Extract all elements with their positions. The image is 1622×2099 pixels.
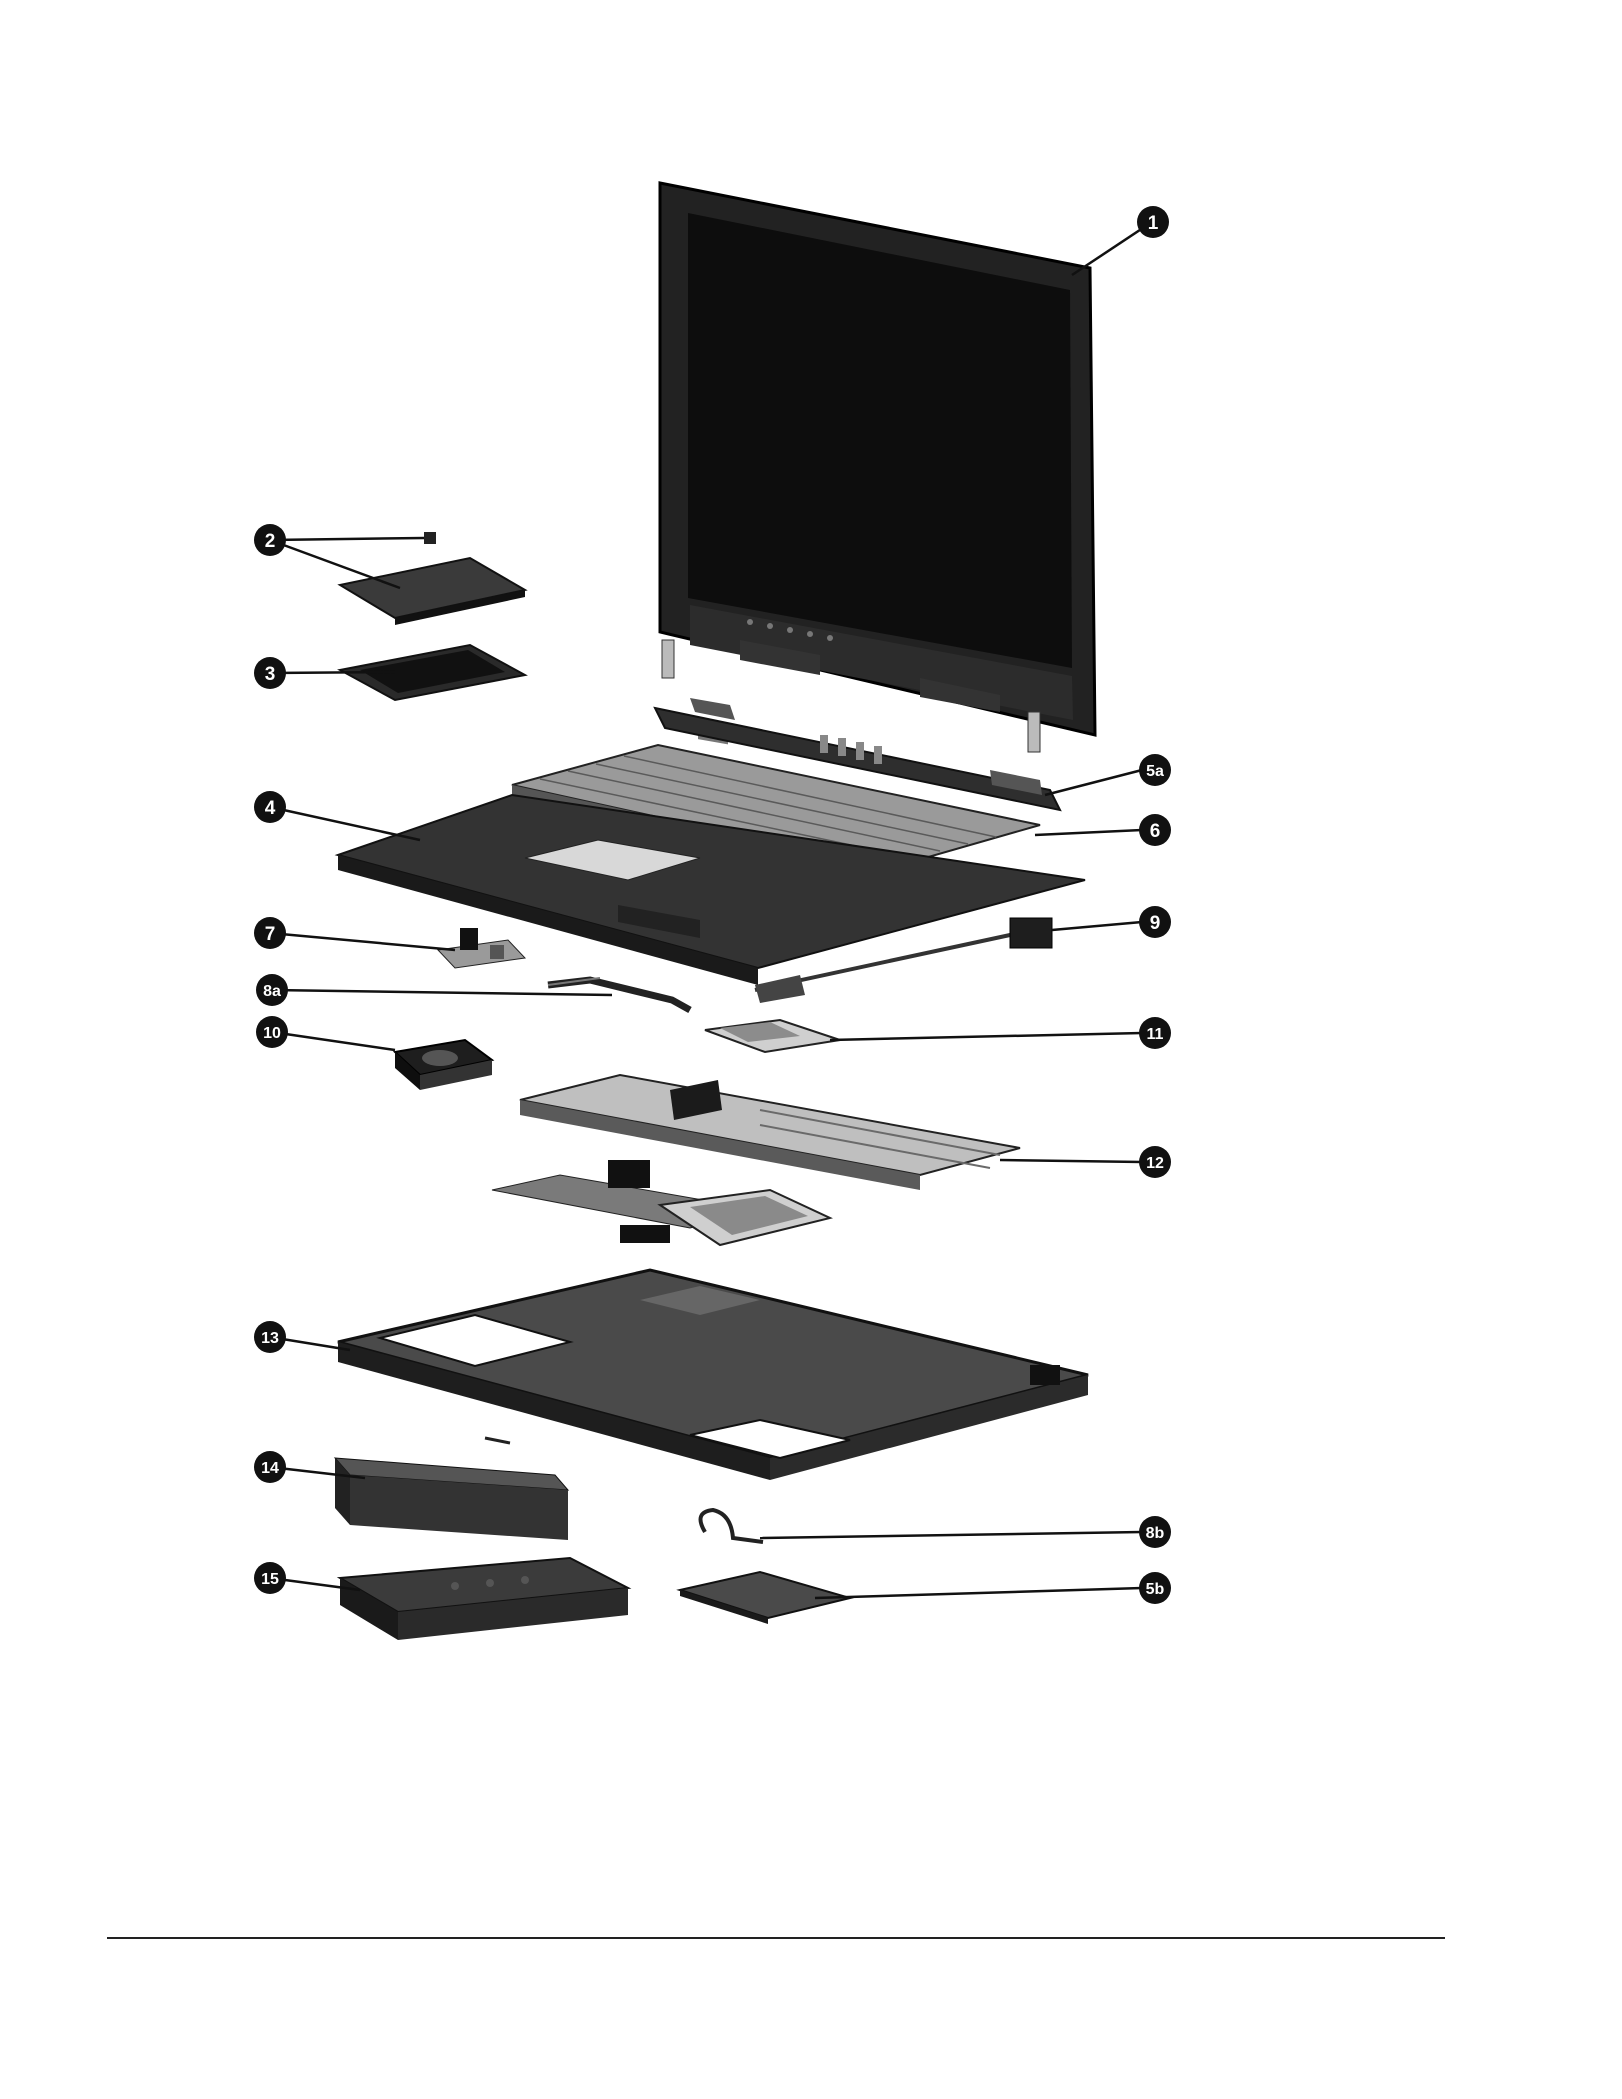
callout-1: 1 bbox=[1137, 206, 1169, 238]
callout-label: 9 bbox=[1150, 913, 1161, 934]
system-board bbox=[492, 1075, 1020, 1245]
callout-15: 15 bbox=[254, 1562, 286, 1594]
leader-5a bbox=[1045, 770, 1142, 795]
callout-11: 11 bbox=[1139, 1017, 1171, 1049]
modem-board bbox=[705, 1020, 840, 1052]
callout-5b: 5b bbox=[1139, 1572, 1171, 1604]
memory-cover-with-screw bbox=[340, 532, 525, 625]
leader-10 bbox=[272, 1032, 395, 1050]
callout-label: 10 bbox=[263, 1025, 281, 1042]
callout-7: 7 bbox=[254, 917, 286, 949]
callout-label: 13 bbox=[261, 1330, 279, 1347]
leader-8a bbox=[272, 990, 612, 995]
hard-drive-bracket bbox=[335, 1438, 568, 1540]
callout-label: 8a bbox=[263, 983, 281, 1000]
callout-label: 5b bbox=[1146, 1581, 1165, 1598]
callout-label: 7 bbox=[265, 924, 276, 945]
callout-10: 10 bbox=[256, 1016, 288, 1048]
leader-3 bbox=[270, 672, 395, 673]
fan bbox=[395, 1040, 492, 1090]
footer-rule bbox=[107, 1937, 1445, 1939]
callout-8a: 8a bbox=[256, 974, 288, 1006]
callout-4: 4 bbox=[254, 791, 286, 823]
leader-8b bbox=[760, 1532, 1142, 1538]
callout-3: 3 bbox=[254, 657, 286, 689]
callout-5a: 5a bbox=[1139, 754, 1171, 786]
leader-5b bbox=[815, 1588, 1142, 1598]
cable-8b bbox=[701, 1510, 764, 1542]
callout-label: 3 bbox=[265, 664, 276, 685]
callout-label: 6 bbox=[1150, 821, 1161, 842]
leader-2a bbox=[270, 538, 424, 540]
callout-6: 6 bbox=[1139, 814, 1171, 846]
battery-pack bbox=[340, 1558, 628, 1640]
leader-6 bbox=[1035, 830, 1142, 835]
callout-label: 14 bbox=[261, 1460, 279, 1477]
callout-9: 9 bbox=[1139, 906, 1171, 938]
callout-2: 2 bbox=[254, 524, 286, 556]
callout-label: 8b bbox=[1146, 1525, 1165, 1542]
callout-label: 4 bbox=[265, 798, 276, 819]
callout-label: 12 bbox=[1146, 1155, 1164, 1172]
leader-7 bbox=[270, 933, 455, 950]
leader-12 bbox=[1000, 1160, 1142, 1162]
callout-label: 11 bbox=[1147, 1026, 1164, 1043]
callout-13: 13 bbox=[254, 1321, 286, 1353]
display-assembly bbox=[660, 183, 1095, 752]
leader-11 bbox=[830, 1033, 1142, 1040]
leader-4 bbox=[270, 807, 420, 840]
callout-label: 1 bbox=[1148, 213, 1159, 234]
callout-8b: 8b bbox=[1139, 1516, 1171, 1548]
callout-14: 14 bbox=[254, 1451, 286, 1483]
speaker-board bbox=[438, 928, 525, 968]
base-enclosure bbox=[338, 1270, 1088, 1480]
callout-label: 2 bbox=[265, 531, 276, 552]
leader-2b bbox=[270, 540, 400, 588]
callout-label: 15 bbox=[261, 1571, 279, 1588]
leader-9 bbox=[1052, 922, 1142, 930]
callout-label: 5a bbox=[1146, 763, 1164, 780]
callout-12: 12 bbox=[1139, 1146, 1171, 1178]
